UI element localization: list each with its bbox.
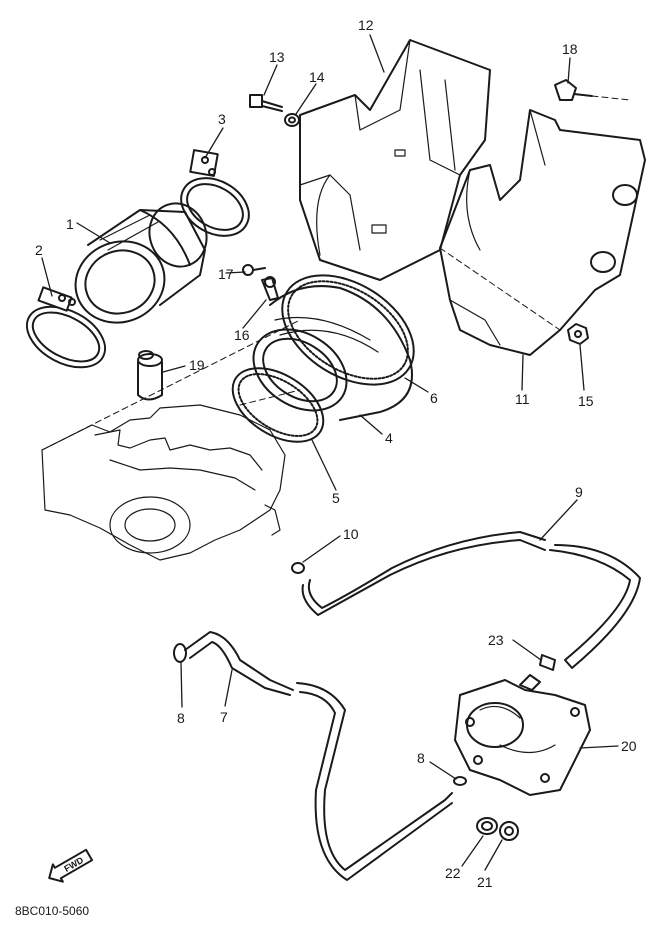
part-4-joint bbox=[252, 285, 413, 421]
part-19-cap bbox=[137, 350, 163, 401]
callout-20: 20 bbox=[621, 738, 637, 754]
callout-8a: 8 bbox=[177, 710, 185, 726]
callout-2: 2 bbox=[35, 242, 43, 258]
callout-7: 7 bbox=[220, 709, 228, 725]
part-1-joint bbox=[74, 202, 208, 324]
diagram-code: 8BC010-5060 bbox=[15, 904, 89, 918]
callout-22: 22 bbox=[445, 865, 461, 881]
part-12-airbox bbox=[299, 39, 491, 281]
callout-19: 19 bbox=[189, 357, 205, 373]
part-8b-clip bbox=[453, 776, 467, 786]
part-3-clamp bbox=[180, 149, 250, 237]
callout-4: 4 bbox=[385, 430, 393, 446]
part-14-washer bbox=[284, 113, 300, 127]
part-10-clip bbox=[291, 562, 305, 574]
callout-11: 11 bbox=[515, 391, 530, 407]
callout-6: 6 bbox=[430, 390, 438, 406]
part-9-hose bbox=[301, 531, 641, 669]
callout-13: 13 bbox=[269, 49, 285, 65]
callout-23: 23 bbox=[488, 632, 504, 648]
callout-21: 21 bbox=[477, 874, 493, 890]
callout-12: 12 bbox=[358, 17, 374, 33]
part-11-cover bbox=[439, 109, 646, 356]
leader-lines bbox=[41, 34, 619, 871]
engine-outline bbox=[41, 319, 301, 561]
callout-14: 14 bbox=[309, 69, 325, 85]
part-16-clip bbox=[261, 276, 279, 301]
callout-10: 10 bbox=[343, 526, 359, 542]
part-7-hose bbox=[184, 631, 453, 881]
part-20-pump bbox=[454, 674, 591, 796]
callout-3: 3 bbox=[218, 111, 226, 127]
callout-16: 16 bbox=[234, 327, 250, 343]
part-18-bolt bbox=[554, 79, 631, 101]
fwd-arrow-shape bbox=[48, 848, 94, 883]
callout-9: 9 bbox=[575, 484, 583, 500]
part-13-bolt bbox=[249, 94, 283, 112]
part-callouts: 1 2 3 4 5 6 7 8 8 9 10 11 12 13 14 15 16… bbox=[35, 17, 637, 890]
part-8a-clip bbox=[173, 643, 187, 663]
fwd-arrow-marker: FWD bbox=[48, 848, 94, 883]
part-17-screw bbox=[242, 264, 266, 276]
part-22-grommet bbox=[476, 817, 498, 835]
callout-18: 18 bbox=[562, 41, 578, 57]
callout-15: 15 bbox=[578, 393, 594, 409]
part-23-clip bbox=[539, 654, 556, 671]
part-21-washer bbox=[499, 821, 519, 841]
callout-5: 5 bbox=[332, 490, 340, 506]
callout-17: 17 bbox=[218, 266, 234, 282]
part-6-band bbox=[281, 274, 415, 386]
callout-1: 1 bbox=[66, 216, 74, 232]
part-2-clamp bbox=[25, 286, 107, 369]
part-5-band bbox=[231, 367, 325, 443]
part-15-nut bbox=[567, 323, 589, 345]
callout-8b: 8 bbox=[417, 750, 425, 766]
